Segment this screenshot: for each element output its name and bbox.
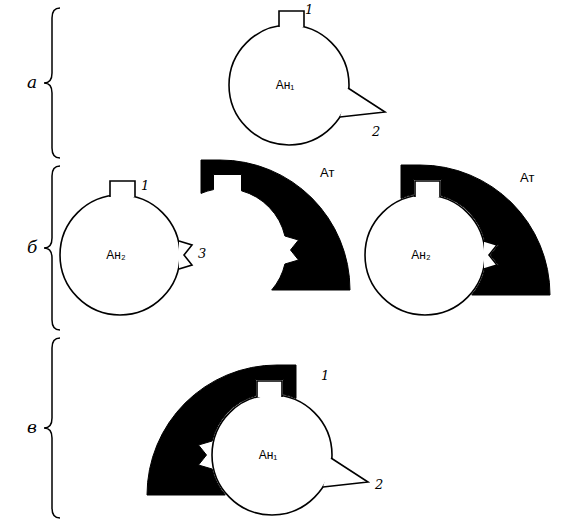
antigen-label: Ан₂ — [106, 248, 125, 262]
callout-number: 2 — [372, 124, 380, 139]
determinant — [340, 88, 385, 117]
antigen-circle: Ан₂ — [60, 195, 180, 315]
antigen-body — [212, 395, 332, 515]
panel-letter: б — [27, 238, 37, 257]
callout-number: 1 — [305, 2, 313, 17]
determinant — [279, 11, 304, 27]
callout-number: 3 — [198, 246, 206, 261]
antibody-body — [201, 160, 350, 290]
determinant — [179, 241, 192, 269]
antigen-label: Ан₁ — [276, 78, 295, 92]
antigen-label: Ан₂ — [411, 248, 430, 262]
antigen-label: Ан₁ — [259, 448, 278, 462]
antigen-body — [229, 25, 349, 145]
callout-number: 2 — [375, 477, 383, 492]
determinant — [257, 381, 282, 397]
antigen-circle: Ан₁ — [212, 395, 332, 515]
panel-letter: а — [27, 73, 37, 92]
determinant — [110, 181, 135, 197]
antigen-body — [60, 195, 180, 315]
bracket — [44, 166, 60, 330]
determinant — [484, 241, 497, 269]
determinant — [415, 181, 440, 197]
antibody-body — [401, 165, 550, 295]
callout-number: 1 — [141, 178, 149, 193]
panel-letter: в — [27, 418, 37, 437]
antibody-shape: Ат — [201, 160, 376, 292]
bracket — [44, 338, 60, 518]
bracket — [44, 8, 60, 158]
antibody-shape — [147, 365, 296, 495]
antigen-circle: Ан₁ — [229, 25, 349, 145]
antibody-label: Ат — [320, 166, 334, 180]
antibody-outline — [201, 160, 376, 292]
determinant — [323, 458, 368, 487]
antibody-label: Ат — [520, 171, 534, 185]
antigen-circle: Ан₂ — [365, 195, 485, 315]
antigen-body — [365, 195, 485, 315]
callout-number: 1 — [321, 368, 329, 383]
